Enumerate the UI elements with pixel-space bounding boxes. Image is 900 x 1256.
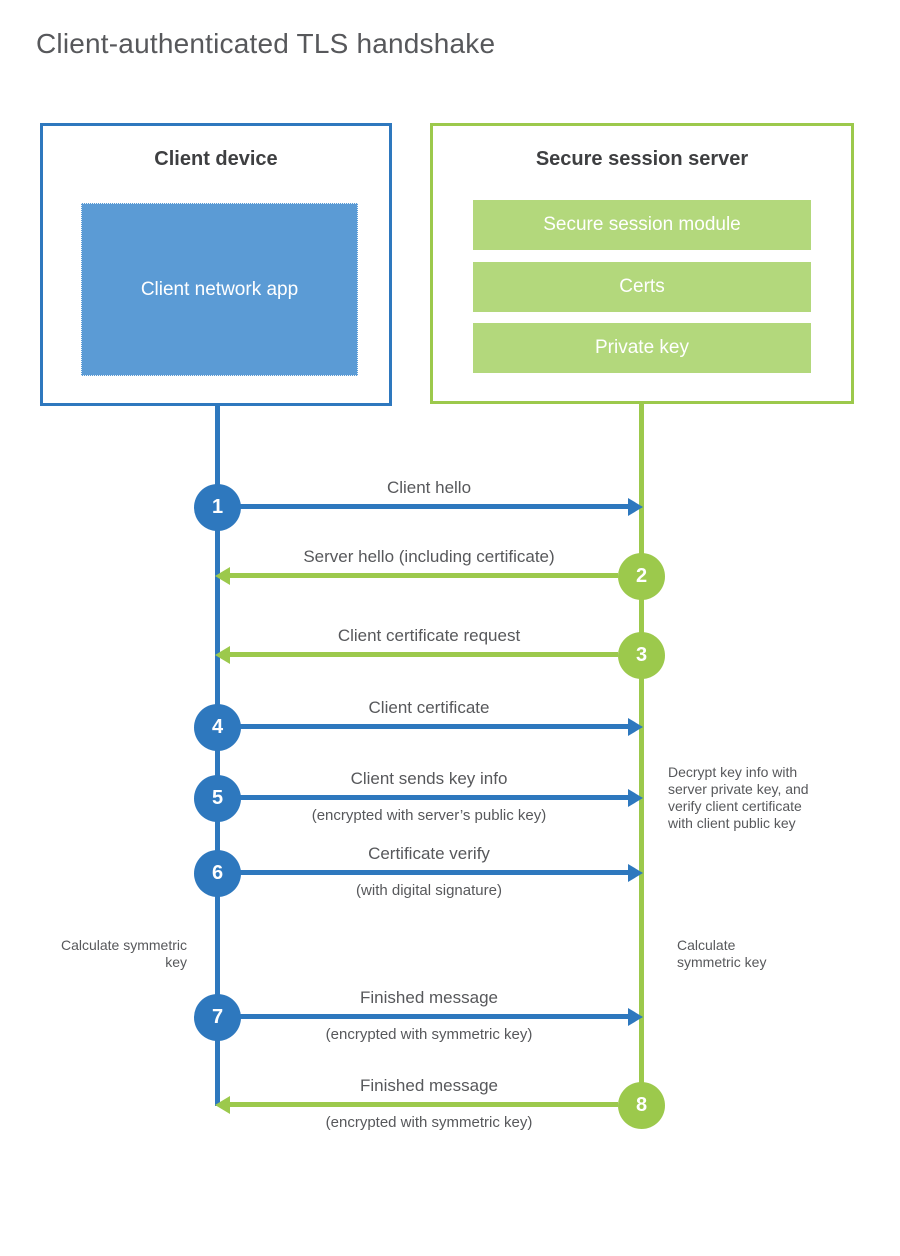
step-1-label: Client hello xyxy=(386,478,472,497)
step-6-arrow-line xyxy=(240,870,630,875)
step-2-arrowhead-left-icon xyxy=(215,567,230,585)
step-1-arrowhead-right-icon xyxy=(628,498,643,516)
step-3-label: Client certificate request xyxy=(337,626,521,645)
step-1-arrow-line xyxy=(240,504,630,509)
step-5-label: Client sends key info xyxy=(350,769,508,788)
client-calculate-symmetric-key-note: Calculate symmetric key xyxy=(60,937,187,970)
server-calculate-symmetric-key-note: Calculate symmetric key xyxy=(677,937,767,970)
step-8-label: Finished message xyxy=(360,1076,498,1095)
client-network-app-label: Client network app xyxy=(140,279,299,300)
step-7-sublabel: (encrypted with symmetric key) xyxy=(325,1026,533,1043)
step-5-arrow-line xyxy=(240,795,630,800)
server-lifeline xyxy=(639,402,644,1106)
server-module-private-key: Private key xyxy=(473,323,811,373)
client-lifeline xyxy=(215,404,220,1106)
step-6-sublabel: (with digital signature) xyxy=(356,882,502,899)
step-4-label: Client certificate xyxy=(368,698,490,717)
step-4-badge: 4 xyxy=(194,704,241,751)
step-8-arrow-line xyxy=(230,1102,618,1107)
step-7-arrow-line xyxy=(240,1014,630,1019)
step-8-sublabel: (encrypted with symmetric key) xyxy=(325,1114,533,1131)
client-device-title: Client device xyxy=(154,148,278,170)
page-title: Client-authenticated TLS handshake xyxy=(36,28,496,59)
step-2-arrow-line xyxy=(230,573,618,578)
secure-session-server-title: Secure session server xyxy=(535,148,749,170)
step-2-badge: 2 xyxy=(618,553,665,600)
step-4-arrowhead-right-icon xyxy=(628,718,643,736)
step-5-badge: 5 xyxy=(194,775,241,822)
step-8-badge: 8 xyxy=(618,1082,665,1129)
server-module-secure-session: Secure session module xyxy=(473,200,811,250)
step-5-arrowhead-right-icon xyxy=(628,789,643,807)
client-network-app-box: Client network app xyxy=(81,203,358,376)
step-2-label: Server hello (including certificate) xyxy=(303,547,555,566)
step-1-badge: 1 xyxy=(194,484,241,531)
client-device-box: Client device Client network app xyxy=(40,123,392,406)
step-6-badge: 6 xyxy=(194,850,241,897)
step-8-arrowhead-left-icon xyxy=(215,1096,230,1114)
step-3-arrowhead-left-icon xyxy=(215,646,230,664)
step-7-label: Finished message xyxy=(360,988,498,1007)
step-6-label: Certificate verify xyxy=(368,844,490,863)
step-4-arrow-line xyxy=(240,724,630,729)
server-module-certs: Certs xyxy=(473,262,811,312)
server-decrypt-note: Decrypt key info with server private key… xyxy=(668,764,809,831)
step-7-arrowhead-right-icon xyxy=(628,1008,643,1026)
step-3-arrow-line xyxy=(230,652,618,657)
step-3-badge: 3 xyxy=(618,632,665,679)
step-5-sublabel: (encrypted with server’s public key) xyxy=(311,807,547,824)
step-7-badge: 7 xyxy=(194,994,241,1041)
step-6-arrowhead-right-icon xyxy=(628,864,643,882)
secure-session-server-box: Secure session server Secure session mod… xyxy=(430,123,854,404)
